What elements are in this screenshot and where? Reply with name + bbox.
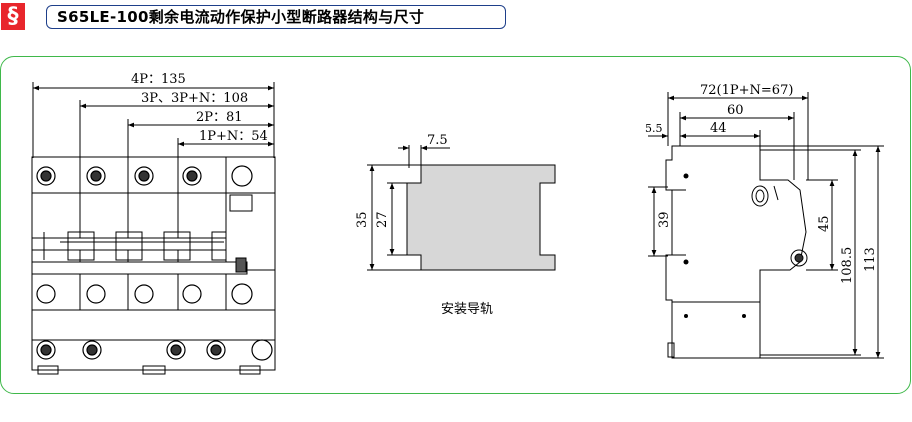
side-lever	[751, 185, 769, 207]
side-dots	[683, 173, 746, 318]
rail-profile	[406, 164, 556, 271]
dim-label-4p: 4P：135	[131, 72, 186, 87]
side-body-outline	[665, 145, 807, 359]
dim-label-44: 44	[710, 121, 727, 136]
dim-label-60: 60	[727, 103, 744, 118]
side-dim-labels: 72(1P+N=67) 60 44 5.5 39 45 108.5 113	[645, 83, 878, 284]
front-dim-labels: 4P：135 3P、3P+N：108 2P：81 1P+N：54	[131, 72, 268, 144]
dim-label-45: 45	[817, 215, 832, 232]
side-view	[648, 92, 884, 359]
front-screws	[36, 165, 273, 361]
test-button	[229, 194, 253, 212]
rail-caption: 安装导轨	[441, 302, 493, 317]
dim-label-72: 72(1P+N=67)	[700, 83, 793, 98]
front-view	[31, 82, 276, 375]
dim-label-35: 35	[355, 211, 370, 228]
rail-dim-labels: 7.5 35 27	[355, 133, 448, 228]
side-screw	[790, 249, 808, 267]
din-rail	[367, 145, 556, 271]
dim-label-7-5: 7.5	[427, 133, 448, 148]
dim-label-39: 39	[657, 211, 672, 228]
dim-label-113: 113	[863, 247, 878, 272]
dim-label-1pn: 1P+N：54	[199, 129, 268, 144]
dim-label-5-5: 5.5	[645, 122, 663, 135]
dim-label-3p: 3P、3P+N：108	[141, 91, 248, 106]
drawing-panel	[0, 56, 911, 394]
section-mark-badge: §	[1, 3, 25, 30]
dim-label-2p: 2P：81	[196, 110, 243, 125]
page-title: S65LE-100剩余电流动作保护小型断路器结构与尺寸	[46, 5, 506, 29]
dim-label-27: 27	[375, 211, 390, 228]
dim-label-108-5: 108.5	[840, 247, 855, 284]
